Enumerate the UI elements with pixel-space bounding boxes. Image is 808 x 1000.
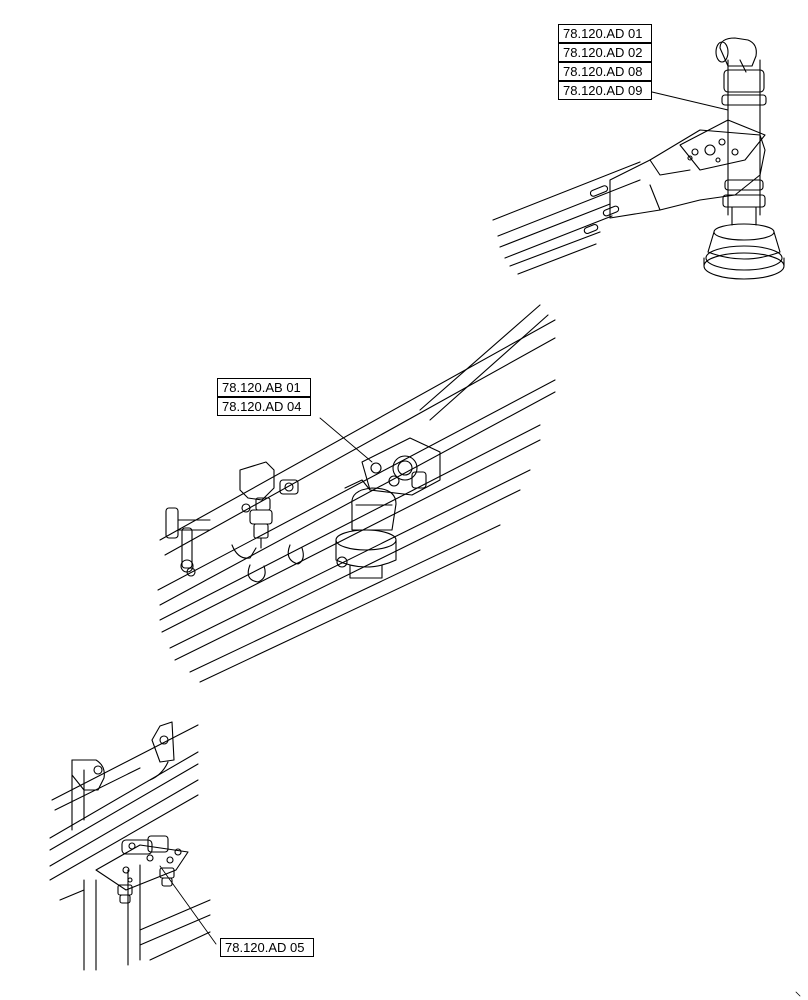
callout-78-120-ad-09[interactable]: 78.120.AD 09 xyxy=(558,81,652,100)
bottom-frame-assembly xyxy=(50,722,216,970)
middle-boom-assembly xyxy=(158,305,555,682)
callout-78-120-ad-05[interactable]: 78.120.AD 05 xyxy=(220,938,314,957)
callout-78-120-ad-02[interactable]: 78.120.AD 02 xyxy=(558,43,652,62)
callout-78-120-ad-08[interactable]: 78.120.AD 08 xyxy=(558,62,652,81)
callout-78-120-ad-01[interactable]: 78.120.AD 01 xyxy=(558,24,652,43)
callout-78-120-ad-04[interactable]: 78.120.AD 04 xyxy=(217,397,311,416)
top-boom-assembly xyxy=(493,38,784,279)
callout-78-120-ab-01[interactable]: 78.120.AB 01 xyxy=(217,378,311,397)
